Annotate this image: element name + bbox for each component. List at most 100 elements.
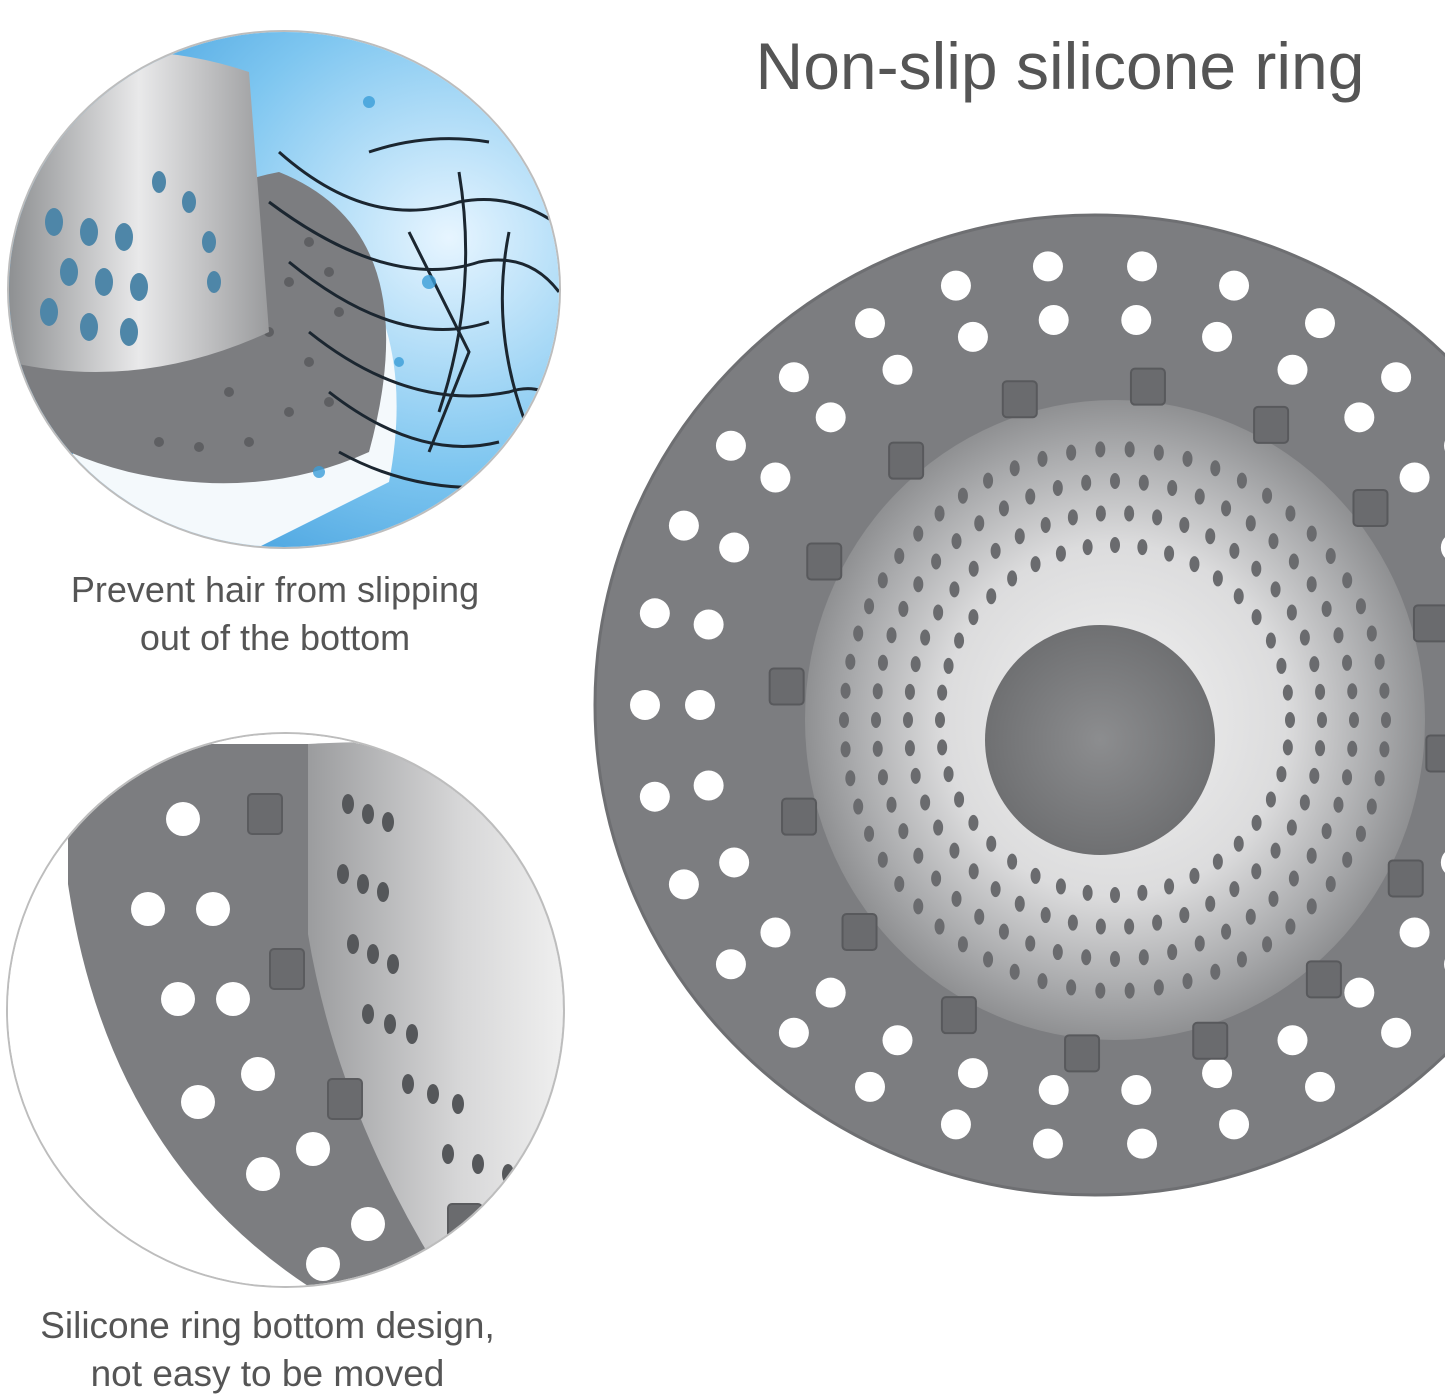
drain-hole [1032,1128,1063,1159]
basket-perforation [937,684,948,701]
silicone-tab [1352,488,1389,527]
basket-perforation [839,712,849,728]
basket-perforation [1374,770,1385,787]
basket-perforation [1095,918,1106,935]
basket-perforation [1245,908,1256,925]
basket-perforation [872,740,883,757]
silicone-tab [841,913,878,952]
silicone-tab [781,797,818,836]
basket-perforation [983,951,994,968]
basket-perforation [840,741,851,758]
basket-perforation [913,898,924,915]
basket-perforation [1245,515,1256,532]
basket-perforation [1081,474,1092,491]
basket-perforation [1025,935,1036,952]
basket-perforation [1052,944,1063,961]
basket-perforation [1333,627,1344,644]
basket-perforation [1095,982,1106,999]
basket-perforation [983,472,994,489]
basket-perforation [1182,450,1193,467]
drain-hole [639,781,670,812]
basket-perforation [1037,973,1048,990]
basket-perforation [1179,907,1190,924]
silicone-tab [768,667,805,706]
basket-perforation [957,936,968,953]
basket-perforation [954,632,965,649]
drain-hole [668,510,699,541]
drain-hole [630,690,660,720]
drain-hole [1127,251,1158,282]
basket-perforation [877,654,888,671]
basket-perforation [898,823,909,840]
basket-perforation [931,553,942,570]
basket-perforation [968,863,979,880]
basket-perforation [951,533,962,550]
basket-perforation [1265,791,1276,808]
basket-perforation [864,598,875,615]
silicone-tab [1192,1021,1229,1060]
basket-perforation [1082,884,1093,901]
basket-perforation [1194,935,1205,952]
basket-perforation [1288,553,1299,570]
basket-perforation [1265,632,1276,649]
basket-perforation [1306,576,1317,593]
basket-perforation [886,627,897,644]
basket-perforation [1366,798,1377,815]
basket-perforation [920,794,931,811]
basket-perforation [1276,766,1287,783]
basket-perforation [1288,870,1299,887]
basket-perforation [1040,907,1051,924]
basket-perforation [986,588,997,605]
basket-perforation [1081,949,1092,966]
drain-hole [1219,1109,1250,1140]
basket-perforation [1153,444,1164,461]
basket-perforation [1055,545,1066,562]
basket-perforation [1152,914,1163,931]
basket-perforation [1037,450,1048,467]
basket-perforation [1212,570,1223,587]
basket-perforation [1152,509,1163,526]
basket-perforation [974,908,985,925]
basket-perforation [943,766,954,783]
basket-perforation [898,600,909,617]
drain-hole [855,308,885,339]
basket-perforation [1374,653,1385,670]
basket-perforation [1342,654,1353,671]
basket-perforation [877,851,888,868]
silicone-tab [888,441,925,480]
drain-hole [1038,305,1069,336]
basket-perforation [1137,884,1148,901]
drain-hole [668,869,699,900]
drain-hole [685,690,715,720]
basket-perforation [1167,944,1178,961]
drain-hole [760,462,791,493]
basket-perforation [864,825,875,842]
basket-perforation [1381,712,1391,728]
basket-perforation [1306,525,1317,542]
basket-perforation [1009,963,1020,980]
drain-hole [1277,354,1308,385]
basket-perforation [1262,936,1273,953]
basket-perforation [1164,878,1175,895]
drain-hole [957,321,988,352]
silicone-tab [1425,734,1445,773]
basket-perforation [1066,444,1077,461]
basket-perforation [845,653,856,670]
basket-perforation [1066,979,1077,996]
basket-perforation [1189,867,1200,884]
basket-perforation [853,625,864,642]
basket-perforation [1286,819,1297,836]
basket-perforation [1137,539,1148,556]
drain-hole [1440,537,1445,558]
basket-perforation [1124,918,1135,935]
basket-perforation [1325,547,1336,564]
drain-hole [815,402,846,433]
drain-hole [882,1025,913,1056]
drain-hole [1344,402,1375,433]
basket-perforation [1379,741,1390,758]
basket-perforation [1205,528,1216,545]
top-caption: Prevent hair from slipping out of the bo… [20,566,530,662]
basket-perforation [1189,556,1200,573]
drain-hole [940,1109,971,1140]
basket-perforation [1317,712,1327,728]
